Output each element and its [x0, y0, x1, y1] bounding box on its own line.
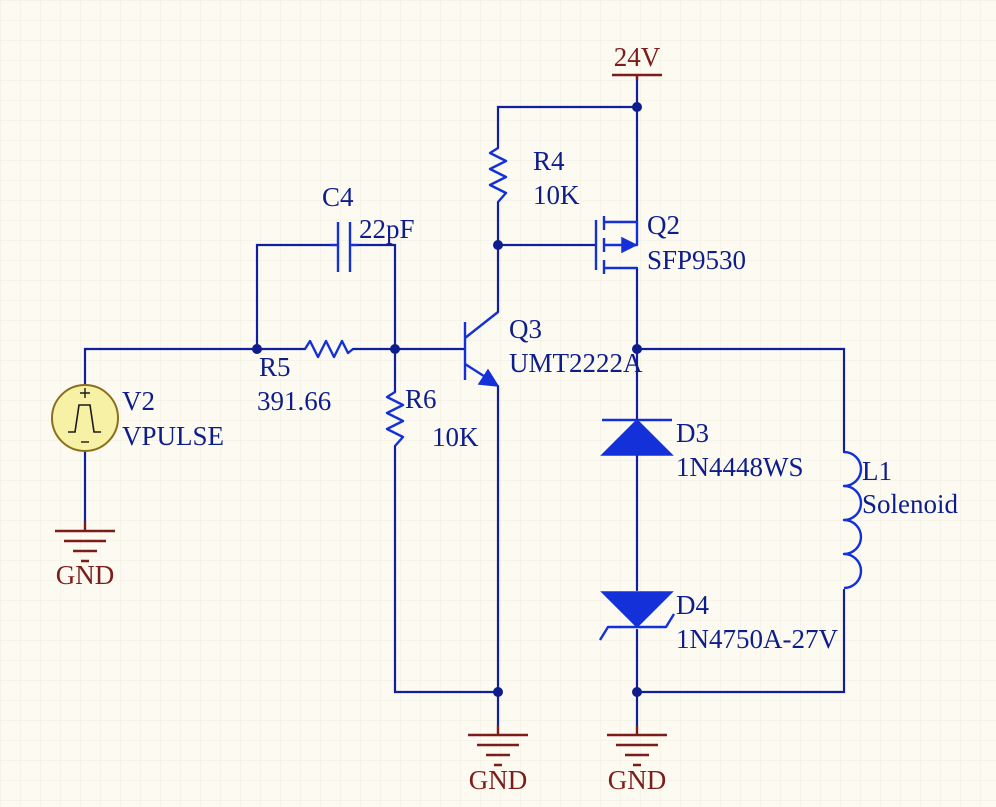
q2-ref: Q2	[647, 210, 680, 240]
component-q3[interactable]: Q3 UMT2222A	[463, 311, 643, 387]
r4-value: 10K	[533, 180, 580, 210]
r4-ref: R4	[533, 146, 565, 176]
ground-icon	[607, 725, 667, 767]
component-l1[interactable]: L1 Solenoid	[842, 450, 959, 590]
inductor-icon	[842, 450, 863, 590]
ground-label: GND	[608, 765, 667, 795]
l1-value: Solenoid	[862, 489, 959, 519]
resistor-icon	[303, 339, 354, 359]
ground-q3[interactable]: GND	[468, 725, 528, 795]
d3-ref: D3	[676, 418, 709, 448]
component-r5[interactable]: R5 391.66	[257, 339, 354, 416]
wires	[83, 73, 846, 727]
junctions	[252, 102, 642, 697]
junction-dot	[252, 344, 262, 354]
junction-dot	[632, 102, 642, 112]
wire-input[interactable]	[83, 347, 307, 388]
capacitor-icon	[330, 222, 358, 272]
diode-icon	[600, 418, 674, 456]
wire-r6-bottom[interactable]	[393, 444, 500, 694]
power-port-24v[interactable]: 24V	[612, 42, 662, 80]
v2-value: VPULSE	[122, 421, 224, 451]
junction-dot	[493, 240, 503, 250]
wire-l1-bottom[interactable]	[635, 588, 846, 694]
d4-ref: D4	[676, 590, 709, 620]
q3-ref: Q3	[509, 314, 542, 344]
c4-ref: C4	[322, 182, 354, 212]
pulse-source-icon	[51, 384, 119, 452]
junction-dot	[493, 687, 503, 697]
junction-dot	[390, 344, 400, 354]
q3-value: UMT2222A	[509, 348, 643, 378]
component-c4[interactable]: C4 22pF	[322, 182, 415, 272]
ground-v2[interactable]: GND	[55, 521, 115, 590]
r6-ref: R6	[405, 384, 437, 414]
component-q2[interactable]: Q2 SFP9530	[594, 210, 746, 275]
wire-r4-top[interactable]	[496, 105, 639, 150]
q2-value: SFP9530	[647, 245, 746, 275]
resistor-icon	[488, 146, 508, 203]
component-d4[interactable]: D4 1N4750A-27V	[598, 590, 838, 654]
component-v2[interactable]: V2 VPULSE	[51, 384, 224, 452]
resistor-icon	[385, 390, 405, 447]
r6-value: 10K	[432, 422, 479, 452]
c4-value: 22pF	[359, 214, 415, 244]
wire-c4-right[interactable]	[356, 243, 397, 351]
d3-value: 1N4448WS	[676, 452, 804, 482]
ground-label: GND	[469, 765, 528, 795]
l1-ref: L1	[862, 456, 892, 486]
r5-ref: R5	[259, 352, 291, 382]
component-r6[interactable]: R6 10K	[385, 384, 479, 452]
zener-diode-icon	[600, 591, 674, 629]
ground-icon	[55, 521, 115, 563]
ground-label: GND	[56, 560, 115, 590]
wire-c4-left[interactable]	[255, 243, 332, 351]
component-r4[interactable]: R4 10K	[488, 146, 580, 210]
power-label: 24V	[614, 42, 661, 72]
power-port-icon	[612, 73, 662, 80]
r5-value: 391.66	[257, 386, 331, 416]
v2-ref: V2	[122, 386, 155, 416]
ground-d4[interactable]: GND	[607, 725, 667, 795]
d4-value: 1N4750A-27V	[676, 624, 838, 654]
junction-dot	[632, 687, 642, 697]
wire-l1-top[interactable]	[635, 347, 846, 454]
ground-icon	[468, 725, 528, 767]
junction-dot	[632, 344, 642, 354]
component-d3[interactable]: D3 1N4448WS	[600, 418, 804, 482]
